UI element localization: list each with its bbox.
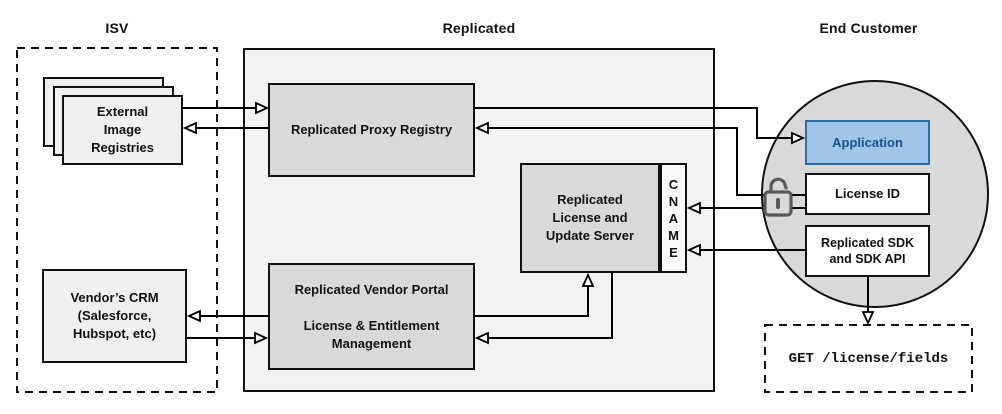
node-replicated-license-update-server: Replicated License and Update Server <box>520 163 660 273</box>
unlock-icon <box>763 177 793 217</box>
node-application: Application <box>805 120 930 165</box>
node-label: Hubspot, etc) <box>72 326 157 341</box>
node-vendor-crm: Vendor’s CRM (Salesforce, Hubspot, etc) <box>42 269 187 363</box>
node-external-image-registries: External Image Registries <box>62 95 183 165</box>
arrowhead-right <box>255 101 270 115</box>
connector-server-to-portal <box>487 273 613 339</box>
node-label: Replicated Proxy Registry <box>290 122 453 137</box>
section-title-end-customer: End Customer <box>819 20 918 36</box>
cname-letter: M <box>668 227 679 243</box>
cname-letter: A <box>668 210 679 226</box>
node-label: Image <box>103 122 142 137</box>
arrowhead-right <box>791 131 806 145</box>
node-label: Replicated <box>557 192 623 207</box>
node-replicated-vendor-portal: Replicated Vendor Portal License & Entit… <box>268 263 475 370</box>
arrowhead-up <box>581 272 595 287</box>
node-replicated-sdk: Replicated SDK and SDK API <box>805 225 930 277</box>
arrowhead-left <box>182 121 197 135</box>
arrowhead-left <box>686 243 701 257</box>
arrowhead-left <box>186 309 201 323</box>
isv-dashed-boundary <box>16 47 218 393</box>
section-title-replicated: Replicated <box>442 20 516 36</box>
node-label: Application <box>832 134 903 150</box>
node-label: Registries <box>91 140 154 155</box>
node-label: Replicated SDK <box>820 236 915 250</box>
cname-letter: E <box>669 244 678 260</box>
node-replicated-proxy-registry: Replicated Proxy Registry <box>268 83 475 177</box>
node-license-id: License ID <box>805 173 930 215</box>
node-label: License ID <box>834 186 901 201</box>
get-request-dashed-frame <box>764 324 973 393</box>
node-label: (Salesforce, <box>77 308 152 323</box>
connector-proxy-to-application <box>475 107 793 139</box>
node-label: Update Server <box>545 228 635 243</box>
request-label: GET /license/fields <box>788 350 949 367</box>
cname-letter: C <box>668 176 679 192</box>
arrowhead-right <box>254 331 269 345</box>
node-label: External <box>96 104 149 119</box>
node-title: Replicated Vendor Portal <box>294 281 449 297</box>
node-label: Vendor’s CRM <box>70 290 159 305</box>
node-label: License and <box>552 210 628 225</box>
arrowhead-down <box>861 311 875 326</box>
arrowhead-left <box>686 201 701 215</box>
node-cname: C N A M E <box>660 163 687 273</box>
get-license-fields-request: GET /license/fields <box>765 325 972 392</box>
connector-portal-to-server <box>475 285 589 317</box>
node-subtitle: License & Entitlement Management <box>303 317 440 351</box>
arrowhead-left <box>474 121 489 135</box>
cname-letter: N <box>668 193 679 209</box>
arrowhead-left <box>474 331 489 345</box>
section-title-isv: ISV <box>105 20 129 36</box>
node-label: and SDK API <box>829 252 906 266</box>
